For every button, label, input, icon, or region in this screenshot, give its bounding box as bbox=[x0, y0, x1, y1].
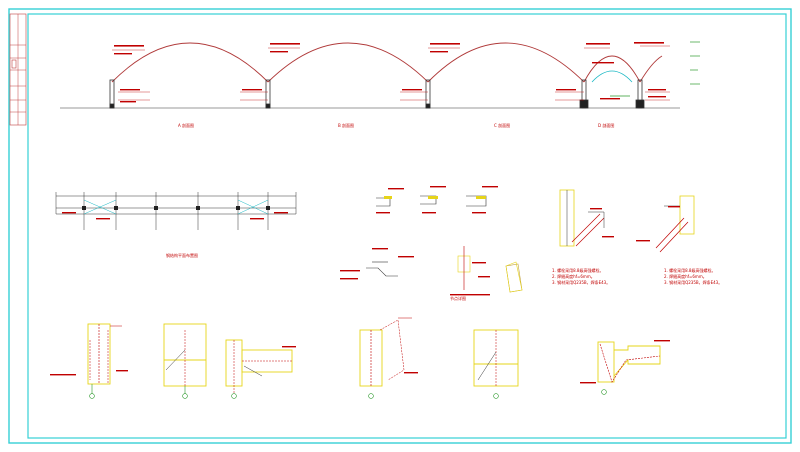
arch-span-d bbox=[583, 55, 641, 83]
arch-span-c bbox=[427, 42, 585, 83]
base-details bbox=[559, 189, 695, 253]
arch-inner-d bbox=[591, 70, 633, 83]
steel-plan bbox=[55, 192, 297, 230]
note-3-right: 3. 钢材采用Q235B，焊条E43。 bbox=[664, 279, 722, 285]
detail-caption: 节点详图 bbox=[450, 295, 466, 301]
arch-span-a bbox=[111, 42, 269, 83]
elevation-caption-d: D 剖面图 bbox=[598, 122, 614, 128]
node-detail-5 bbox=[473, 329, 519, 399]
north-marker-icon bbox=[505, 261, 523, 293]
plan-caption: 钢结构平面布置图 bbox=[166, 252, 198, 258]
elevation-leaders bbox=[112, 45, 670, 101]
arch-span-b bbox=[267, 42, 429, 83]
note-2-right: 2. 焊缝高度hf=6mm。 bbox=[664, 273, 707, 279]
elevation-level-marks bbox=[690, 41, 700, 85]
node-detail-6 bbox=[580, 340, 670, 395]
title-block-icon bbox=[9, 13, 27, 126]
inner-frame bbox=[27, 13, 787, 439]
bottom-node-details bbox=[50, 317, 670, 399]
elevation-caption-a: A 剖面图 bbox=[178, 122, 194, 128]
arch-span-e bbox=[639, 55, 663, 83]
elevation-columns bbox=[109, 79, 645, 109]
note-3: 3. 钢材采用Q235B，焊条E43。 bbox=[552, 279, 610, 285]
note-2: 2. 焊缝高度hf=6mm。 bbox=[552, 273, 595, 279]
outer-frame bbox=[8, 8, 792, 444]
elevation-caption-b: B 剖面图 bbox=[338, 122, 354, 128]
arch-elevation bbox=[60, 41, 700, 109]
elevation-caption-c: C 剖面图 bbox=[494, 122, 510, 128]
node-detail-1 bbox=[50, 323, 128, 399]
note-1-right: 1. 螺栓采用8.8级高强螺栓。 bbox=[664, 267, 715, 273]
node-detail-4 bbox=[359, 317, 418, 399]
node-detail-3 bbox=[225, 339, 296, 399]
note-1: 1. 螺栓采用8.8级高强螺栓。 bbox=[552, 267, 603, 273]
connection-details bbox=[340, 186, 523, 296]
node-detail-2 bbox=[163, 323, 207, 399]
elevation-text-stubs bbox=[114, 42, 666, 103]
